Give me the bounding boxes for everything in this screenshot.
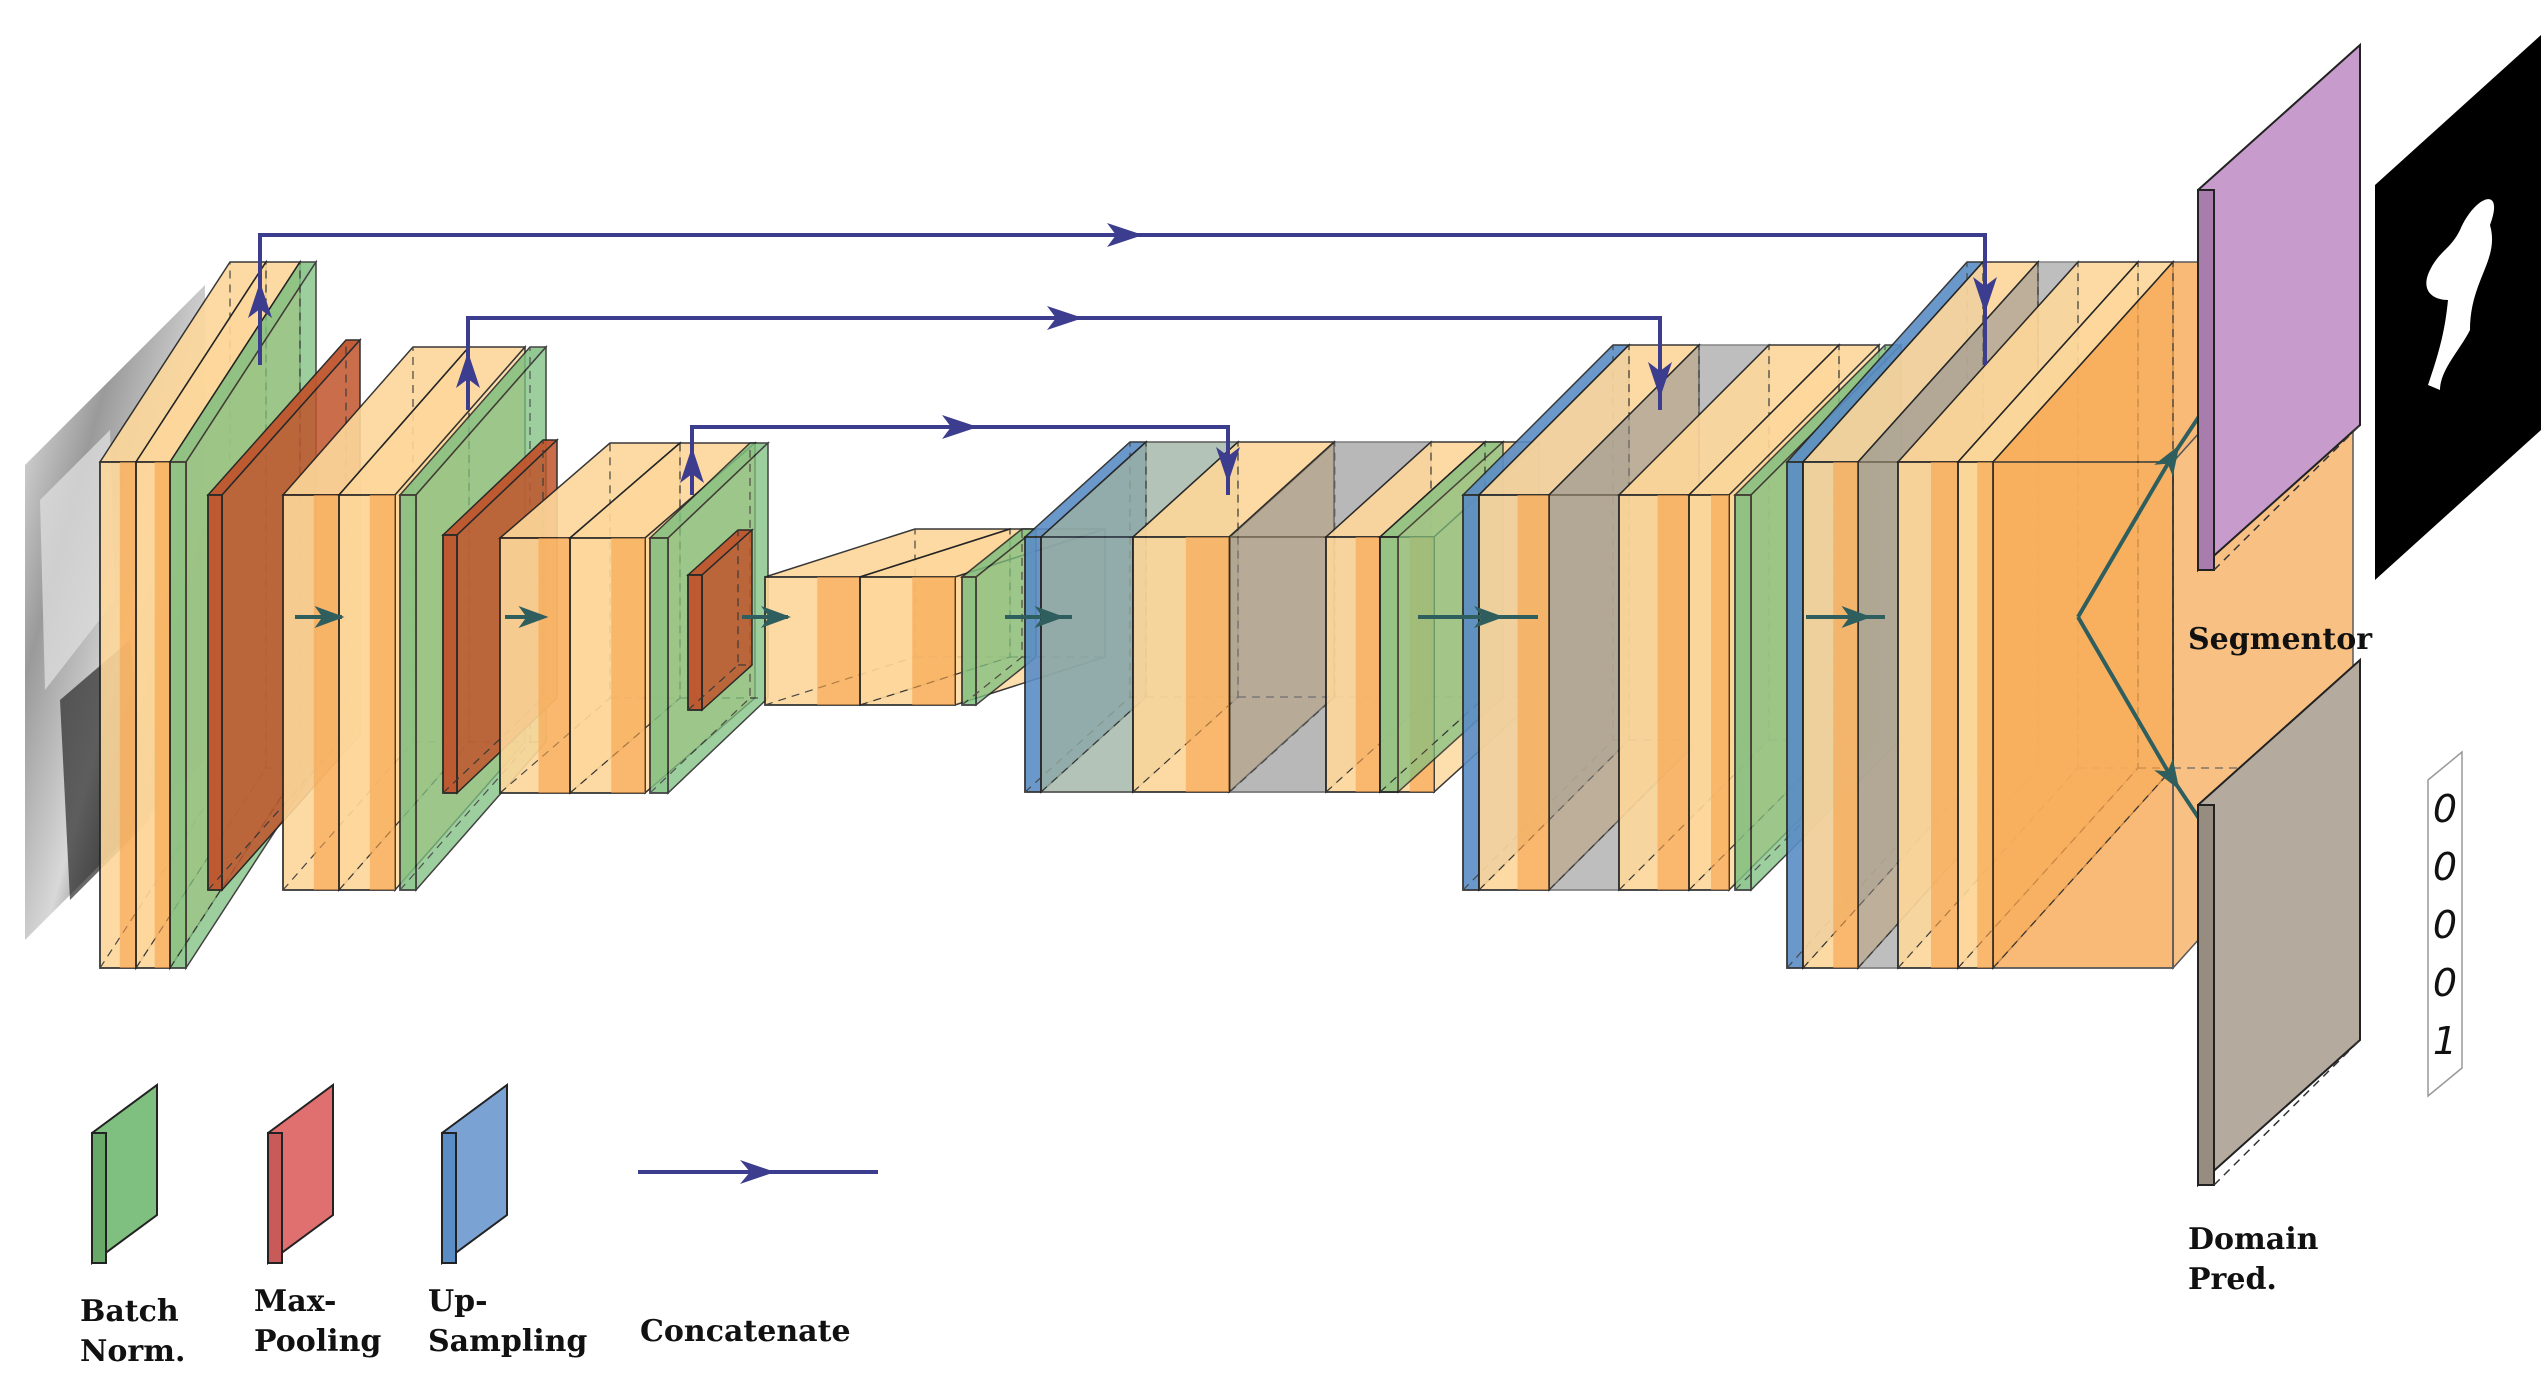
dec3-conv-b-stripe (1355, 537, 1380, 792)
legend-up-sampling-label: Up-Sampling (428, 1284, 588, 1359)
flow-arrowhead-2 (518, 606, 549, 628)
domain-digit-5: 1 (2433, 1019, 2457, 1063)
domain-output-strip: 0 0 0 0 1 (2427, 750, 2463, 1098)
skip-arrowhead-5 (456, 352, 480, 388)
enc2-conv-b-stripe (369, 495, 395, 890)
segmentor-arrowhead (2154, 445, 2180, 477)
segmentor-head (2197, 42, 2361, 573)
skip-arrowhead-6 (680, 447, 704, 483)
dec1-conv-b-stripe (1931, 462, 1958, 968)
skip-arrowhead-3 (942, 415, 978, 439)
network-layers (98, 259, 2355, 971)
skip-arrowhead-2 (1047, 306, 1083, 330)
skip-arrowhead-9 (1216, 447, 1240, 483)
dec2-conv-a-stripe (1517, 495, 1549, 890)
enc2-conv-a-stripe (313, 495, 339, 890)
dec1-conv-c-stripe (1977, 462, 1993, 968)
legend-up-sampling-icon (441, 1083, 508, 1265)
dec2-conv-c-stripe (1711, 495, 1729, 890)
legend-max-pooling-label: Max-Pooling (254, 1284, 382, 1359)
skip-arrowhead-1 (1107, 223, 1143, 247)
flow-arrowhead-4 (1034, 606, 1065, 628)
domain-arrowhead (2154, 758, 2180, 790)
flow-arrowhead-3 (761, 606, 791, 628)
enc3-conv-b-stripe (611, 538, 645, 793)
domain-digit-4: 0 (2433, 961, 2457, 1005)
skip-arrowhead-7 (1973, 277, 1997, 313)
dec3-conv-a-stripe (1185, 537, 1229, 792)
flow-arrowhead-6 (1841, 606, 1872, 628)
enc1-conv-a-stripe (119, 462, 136, 968)
skip-arrowhead-4 (248, 282, 272, 318)
legend-concatenate-arrow (638, 1160, 878, 1184)
domain-digit-3: 0 (2433, 903, 2457, 947)
flow-arrowhead-5 (1474, 606, 1504, 628)
skip-connections (248, 223, 1997, 495)
skip-arrowhead-8 (1648, 362, 1672, 398)
enc1-conv-b-stripe (154, 462, 170, 968)
skip-connection-2 (466, 316, 1662, 410)
enc3-max-pooling (686, 528, 754, 712)
domain-digit-2: 0 (2433, 845, 2457, 889)
segmentation-output-image (2375, 35, 2541, 580)
domain-digit-1: 0 (2433, 787, 2457, 831)
bottleneck-conv-b-stripe (912, 577, 955, 705)
domain-pred-head (2197, 657, 2361, 1188)
flow-arrowhead-1 (314, 606, 345, 628)
enc3-conv-a-stripe (538, 538, 570, 793)
legend (91, 1083, 878, 1265)
legend-max-pooling-icon (267, 1083, 334, 1265)
dec1-conv-a-stripe (1833, 462, 1858, 968)
segmentor-label: Segmentor (2188, 622, 2373, 657)
bottleneck-conv-a-stripe (817, 577, 860, 705)
legend-concatenate-label: Concatenate (640, 1314, 851, 1349)
dec2-conv-b-stripe (1657, 495, 1689, 890)
legend-batch-norm-icon (91, 1083, 158, 1265)
